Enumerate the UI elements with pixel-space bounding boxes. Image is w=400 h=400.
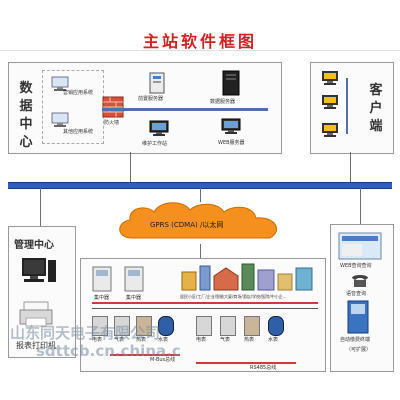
meter-row-left: 电表 气表 热表 水表 [92,316,182,343]
self-service-label: 自动缴费终端 [340,337,371,343]
database-server-icon [222,70,240,96]
printer-label: 报表打印机 [16,341,56,350]
watermark-url: sdttcb.cn.china.c [36,342,181,360]
diagram-title: 主站软件框图 [142,32,257,51]
client-label-char: 户 [369,101,383,116]
field-red-line [92,302,318,304]
concentrator-icon [124,266,144,292]
meter-icon [268,316,284,336]
management-computer-icon [22,258,56,282]
cloud-connector [200,188,201,202]
meter-icon [220,316,236,336]
printer-icon [19,301,53,327]
client-link-line [346,78,348,134]
client-computer-icon [322,71,338,85]
meter-icon [136,316,152,336]
data-center-label-char: 据 [19,99,33,114]
connector-line [360,188,361,224]
firewall-icon [102,96,124,118]
buildings-icon [181,263,313,291]
meter-label: 电表 [196,337,207,343]
concentrator-label: 集中器 [126,295,142,301]
network-cloud-label: GPRS (CDMA) /以太网 [150,221,224,229]
data-center-label: 数 据 中 心 [18,80,34,152]
meter-label: 气表 [114,337,125,343]
web-server-icon [221,118,241,134]
other-system-label: 其他应用系统 [63,129,94,135]
data-center-label-char: 数 [19,81,33,96]
client-label: 客 户 端 [368,82,384,136]
cloud-connector [200,244,201,258]
workstation-icon [149,120,169,136]
meter-label: 电表 [92,337,103,343]
meter-label: 水表 [268,337,279,343]
meter-icon [196,316,212,336]
server-lan-line [102,108,268,111]
expandable-label: （可扩展） [346,347,372,353]
client-computer-icon [322,95,338,109]
voice-query-label: 语音查询 [346,291,367,297]
meter-icon [114,316,130,336]
connector-line [130,152,131,182]
meter-icon [244,316,260,336]
maintenance-label: 维护工作站 [142,141,168,147]
meter-row-right: 电表 气表 热表 水表 [196,316,296,343]
web-query-label: WEB查询查询 [340,263,372,269]
marketing-system-label: 营销应用系统 [63,90,94,96]
data-center-label-char: 心 [19,135,33,150]
computer-icon [51,76,69,91]
management-panel [8,226,76,358]
connector-line [350,152,351,182]
web-server-label: WEB服务器 [218,140,245,146]
meter-label: 水表 [158,337,169,343]
client-label-char: 端 [369,119,383,134]
firewall-label: 防火墙 [104,120,120,126]
meter-icon [158,316,174,336]
concentrator-icon [92,266,112,292]
meter-icon [92,316,108,336]
field-dark-line [92,308,318,309]
rs485-line [196,362,296,364]
web-query-icon [338,232,382,260]
network-cloud-icon [119,202,277,239]
watermark-company: 山东同天电子有限公司 [10,324,161,342]
mbus-label: M-Bus总线 [150,357,176,363]
management-title: 管理中心 [14,240,54,251]
phone-icon [352,275,368,287]
client-computer-icon [322,123,338,137]
meter-label: 气表 [220,337,231,343]
title-underline [0,50,400,51]
computer-icon [51,112,69,127]
connector-line [40,188,41,226]
concentrator-label: 集中器 [94,295,110,301]
front-server-label: 前置服务器 [138,96,164,102]
db-server-label: 数据服务器 [210,99,236,105]
meter-label: 热表 [244,337,255,343]
rs485-label: RS485总线 [250,365,277,371]
kiosk-icon [347,300,369,334]
meter-label: 热表 [136,337,147,343]
client-label-char: 客 [369,83,383,98]
mbus-line [110,354,180,356]
data-center-label-char: 中 [19,117,33,132]
buildings-caption: 居民小区/工厂/企业/智能大厦/商场/酒店/学校/医院/中小企... [180,294,287,299]
server-icon [149,72,165,94]
